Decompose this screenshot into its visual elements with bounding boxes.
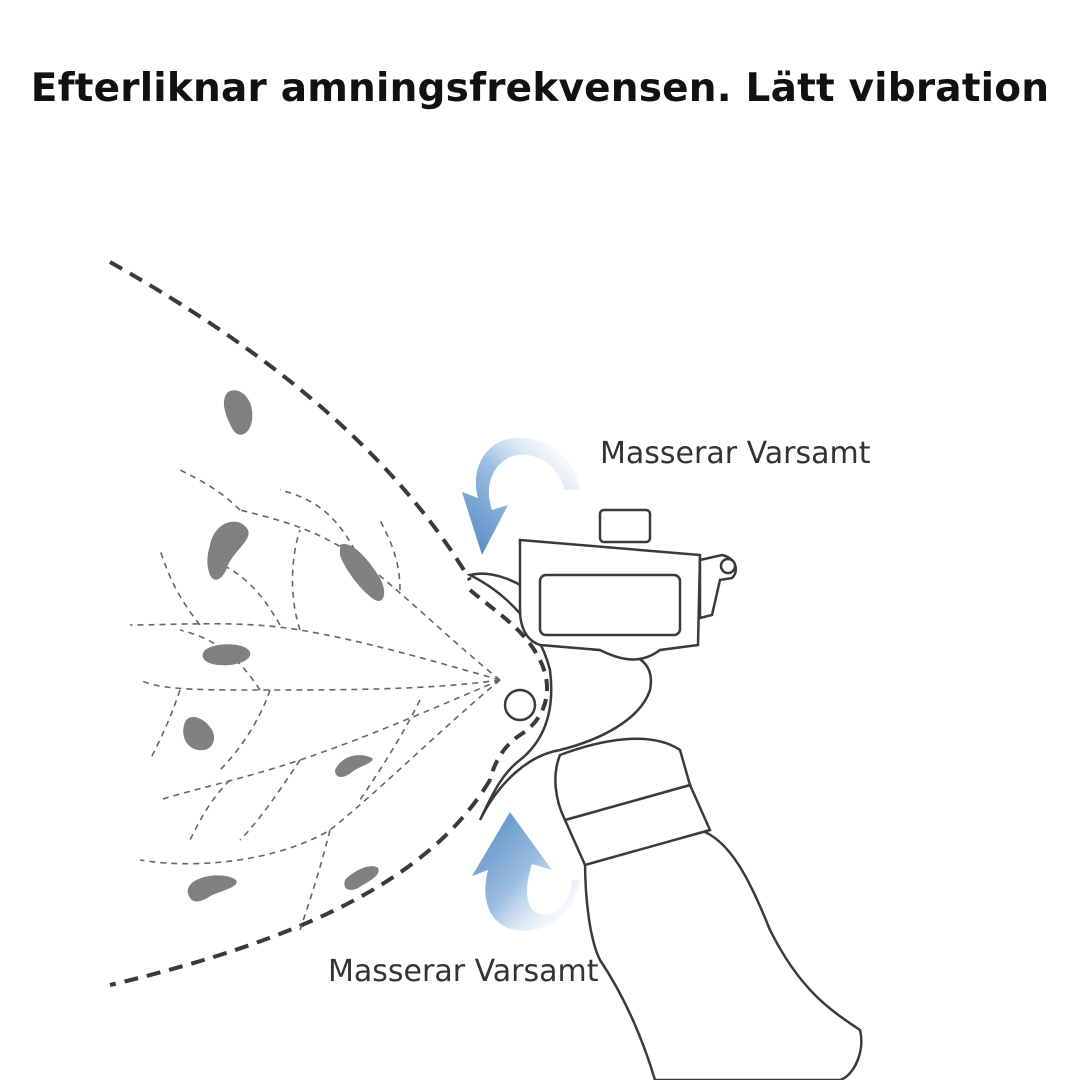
breast-pump bbox=[466, 508, 863, 1080]
mammary-glands bbox=[183, 390, 385, 902]
breast-outline-upper bbox=[109, 260, 472, 582]
pump-bottle bbox=[583, 828, 863, 1080]
pump-motor-window bbox=[538, 573, 682, 637]
curved-arrow-top-icon bbox=[462, 437, 580, 555]
curved-arrow-bottom-icon bbox=[472, 812, 580, 931]
massage-label-bottom: Masserar Varsamt bbox=[328, 954, 599, 989]
massage-label-top: Masserar Varsamt bbox=[600, 436, 871, 471]
pump-side-clip-pin bbox=[719, 557, 737, 575]
pump-neck bbox=[554, 737, 692, 822]
headline: Efterliknar amningsfrekvensen. Lätt vibr… bbox=[30, 66, 1050, 111]
milk-ducts bbox=[129, 469, 501, 931]
pump-valve bbox=[503, 688, 537, 722]
nipple-outline bbox=[468, 588, 550, 781]
breast-outline-lower bbox=[109, 778, 492, 987]
pump-top-knob bbox=[598, 508, 652, 544]
